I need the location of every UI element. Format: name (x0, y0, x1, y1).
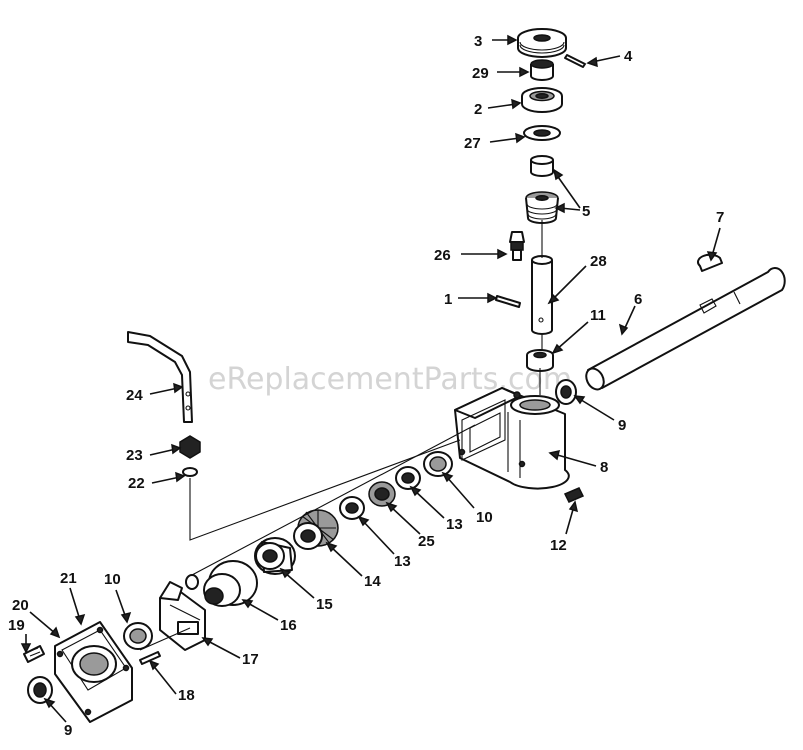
assembly-lines (139, 220, 543, 651)
callout-9-upper: 9 (618, 417, 626, 434)
part-6-horizontal-shaft (585, 267, 786, 391)
callout-26: 26 (434, 247, 451, 264)
callout-20: 20 (12, 597, 29, 614)
part-1-pin (495, 295, 521, 308)
callout-4: 4 (624, 48, 633, 65)
part-10-bearing-right (423, 451, 453, 477)
part-14-bevel-gear (293, 509, 339, 550)
callout-6: 6 (634, 291, 642, 308)
callout-9-lower: 9 (64, 722, 72, 739)
callout-10-left: 10 (104, 571, 121, 588)
callout-3: 3 (474, 33, 482, 50)
callout-21: 21 (60, 570, 77, 587)
callout-29: 29 (472, 65, 489, 82)
callout-14: 14 (364, 573, 381, 590)
callout-7: 7 (716, 209, 724, 226)
callout-17: 17 (242, 651, 259, 668)
part-3-pulley (517, 28, 567, 58)
part-12-set-screw (563, 487, 585, 503)
callout-18: 18 (178, 687, 195, 704)
part-23-nut (179, 435, 201, 459)
part-24-shift-lever (127, 331, 193, 423)
callout-23: 23 (126, 447, 143, 464)
part-5-bushing (530, 155, 554, 177)
callout-24: 24 (126, 387, 143, 404)
part-7-woodruff-key (697, 253, 723, 272)
part-13-washer-left (339, 496, 365, 520)
part-27-washer (523, 125, 561, 141)
callout-2: 2 (474, 101, 482, 118)
part-25-gear (368, 481, 396, 507)
part-2-bearing (521, 87, 563, 113)
part-26-grease-fitting (509, 231, 525, 261)
callout-16: 16 (280, 617, 297, 634)
part-4-key (564, 54, 586, 68)
callout-11: 11 (590, 307, 606, 324)
callout-5: 5 (582, 203, 590, 220)
callout-13-left: 13 (394, 553, 411, 570)
part-5-pinion-gear (525, 191, 559, 224)
callout-27: 27 (464, 135, 481, 152)
callout-12: 12 (550, 537, 567, 554)
callout-13-right: 13 (446, 516, 463, 533)
part-8-gear-housing (454, 387, 570, 490)
callout-1: 1 (444, 291, 452, 308)
part-9-seal-upper (555, 379, 577, 405)
part-28-vertical-shaft (531, 255, 553, 335)
part-11-bearing (526, 349, 554, 372)
part-15-clutch (254, 537, 296, 575)
part-13-washer-right (395, 466, 421, 490)
callout-10-right: 10 (476, 509, 493, 526)
part-18-pin (139, 651, 161, 665)
leader-lines (20, 34, 721, 723)
part-9-seal-lower (27, 676, 53, 704)
callout-15: 15 (316, 596, 333, 613)
callout-19: 19 (8, 617, 25, 634)
callout-25: 25 (418, 533, 435, 550)
part-22-clip (182, 467, 198, 477)
part-16-clutch-cone (203, 560, 258, 607)
callout-8: 8 (600, 459, 608, 476)
callout-22: 22 (128, 475, 145, 492)
part-21-cover (54, 621, 133, 723)
part-19-bolt (23, 645, 45, 663)
callout-labels: 3 4 29 2 27 5 7 26 28 1 6 11 24 9 8 23 2… (8, 33, 724, 739)
callout-28: 28 (590, 253, 607, 270)
part-10-bearing-left (123, 622, 153, 650)
part-29-collar (530, 59, 554, 81)
